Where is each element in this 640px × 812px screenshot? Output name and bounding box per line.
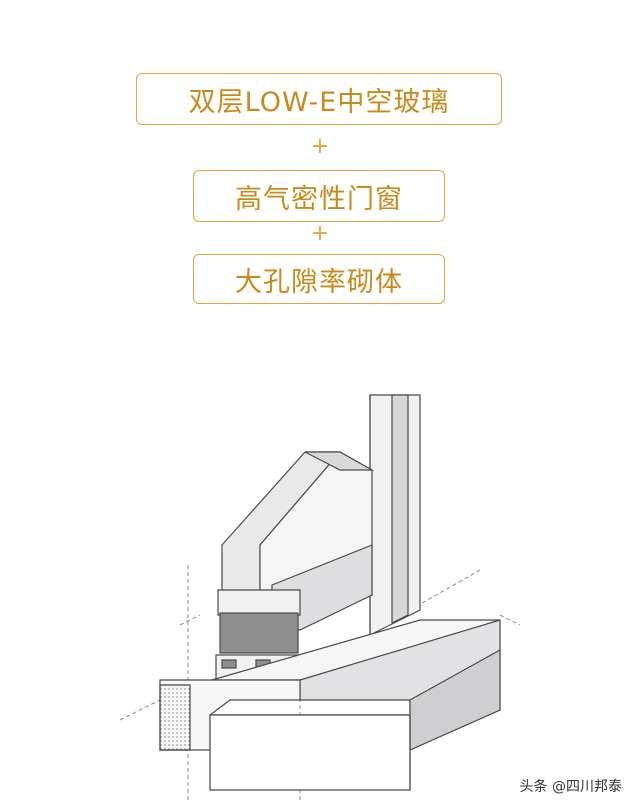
label-airtight-windows: 高气密性门窗 (193, 170, 445, 222)
plus-sign-1: + (310, 134, 330, 159)
plus-sign-2: + (310, 221, 330, 246)
label-porous-masonry: 大孔隙率砌体 (193, 254, 445, 304)
watermark-text: 头条 @四川邦泰 (515, 774, 626, 798)
vertical-frame (369, 394, 421, 636)
label-double-glazing: 双层LOW-E中空玻璃 (136, 73, 502, 125)
window-section-illustration (119, 394, 521, 800)
sill-underside (209, 714, 411, 791)
